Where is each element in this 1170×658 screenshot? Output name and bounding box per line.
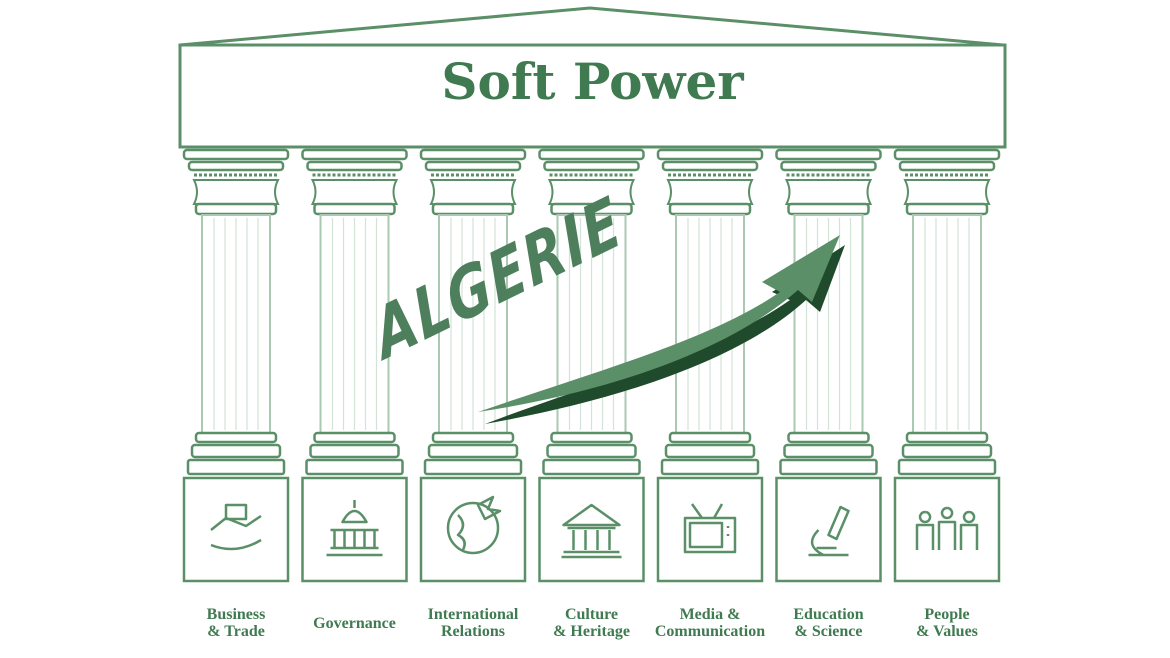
capital-echinus <box>784 179 873 205</box>
capital-band <box>661 160 759 172</box>
pillar-label: Media &Communication <box>654 606 766 640</box>
capital-abacus <box>182 148 290 161</box>
capital-abacus <box>419 148 527 161</box>
television-icon <box>683 503 737 554</box>
capital-echinus <box>192 179 280 205</box>
pillar-label: People& Values <box>916 606 978 640</box>
base-plinth <box>779 458 878 476</box>
pediment <box>179 6 1004 47</box>
base-torus <box>313 431 396 444</box>
page-title: Soft Power <box>441 52 744 111</box>
icon-box <box>419 476 527 583</box>
capital-band <box>780 160 877 172</box>
microscope-icon <box>808 505 850 557</box>
entablature <box>178 43 1007 149</box>
base-scotia <box>783 443 874 459</box>
base-plinth <box>542 458 641 476</box>
capital-echinus <box>310 179 399 205</box>
icon-box <box>538 476 645 583</box>
capital-abacus <box>301 148 408 161</box>
base-torus <box>668 431 752 444</box>
base-torus <box>550 431 633 444</box>
capital-necking <box>668 202 752 216</box>
base-plinth <box>660 458 760 476</box>
pillar-label: Culture& Heritage <box>553 606 630 640</box>
capital-band <box>306 160 403 172</box>
base-torus <box>905 431 989 444</box>
capitol-building-icon <box>326 500 383 557</box>
pillar-label: Governance <box>313 615 396 632</box>
globe-dove-icon <box>446 495 502 555</box>
icon-box <box>656 476 764 583</box>
base-scotia <box>664 443 756 459</box>
base-torus <box>431 431 515 444</box>
base-plinth <box>423 458 523 476</box>
base-plinth <box>305 458 404 476</box>
pillar <box>301 148 408 583</box>
capital-echinus <box>547 179 636 205</box>
pillar <box>775 148 882 583</box>
capital-necking <box>194 202 278 216</box>
base-scotia <box>901 443 993 459</box>
capital-necking <box>905 202 989 216</box>
base-scotia <box>309 443 400 459</box>
base-scotia <box>190 443 282 459</box>
capital-echinus <box>666 179 754 205</box>
capital-necking <box>787 202 870 216</box>
capital-echinus <box>429 179 517 205</box>
people-group-icon <box>915 506 979 550</box>
capital-abacus <box>656 148 764 161</box>
base-scotia <box>427 443 519 459</box>
museum-icon <box>561 503 622 559</box>
handshake-money-icon <box>210 503 262 551</box>
base-scotia <box>546 443 637 459</box>
capital-abacus <box>893 148 1001 161</box>
pillar <box>656 148 764 583</box>
pillar <box>419 148 527 583</box>
capital-band <box>543 160 640 172</box>
capital-abacus <box>775 148 882 161</box>
capital-necking <box>313 202 396 216</box>
capital-band <box>424 160 522 172</box>
base-plinth <box>897 458 997 476</box>
capital-band <box>898 160 996 172</box>
pillar <box>182 148 290 583</box>
base-torus <box>194 431 278 444</box>
icon-box <box>775 476 882 583</box>
pillar-label: Education& Science <box>793 606 864 640</box>
capital-abacus <box>538 148 645 161</box>
pillar-label: Business& Trade <box>206 606 266 640</box>
icon-box <box>893 476 1001 583</box>
base-plinth <box>186 458 286 476</box>
pillar <box>893 148 1001 583</box>
base-torus <box>787 431 870 444</box>
capital-echinus <box>903 179 991 205</box>
capital-band <box>187 160 285 172</box>
icon-box <box>182 476 290 583</box>
capital-necking <box>431 202 515 216</box>
